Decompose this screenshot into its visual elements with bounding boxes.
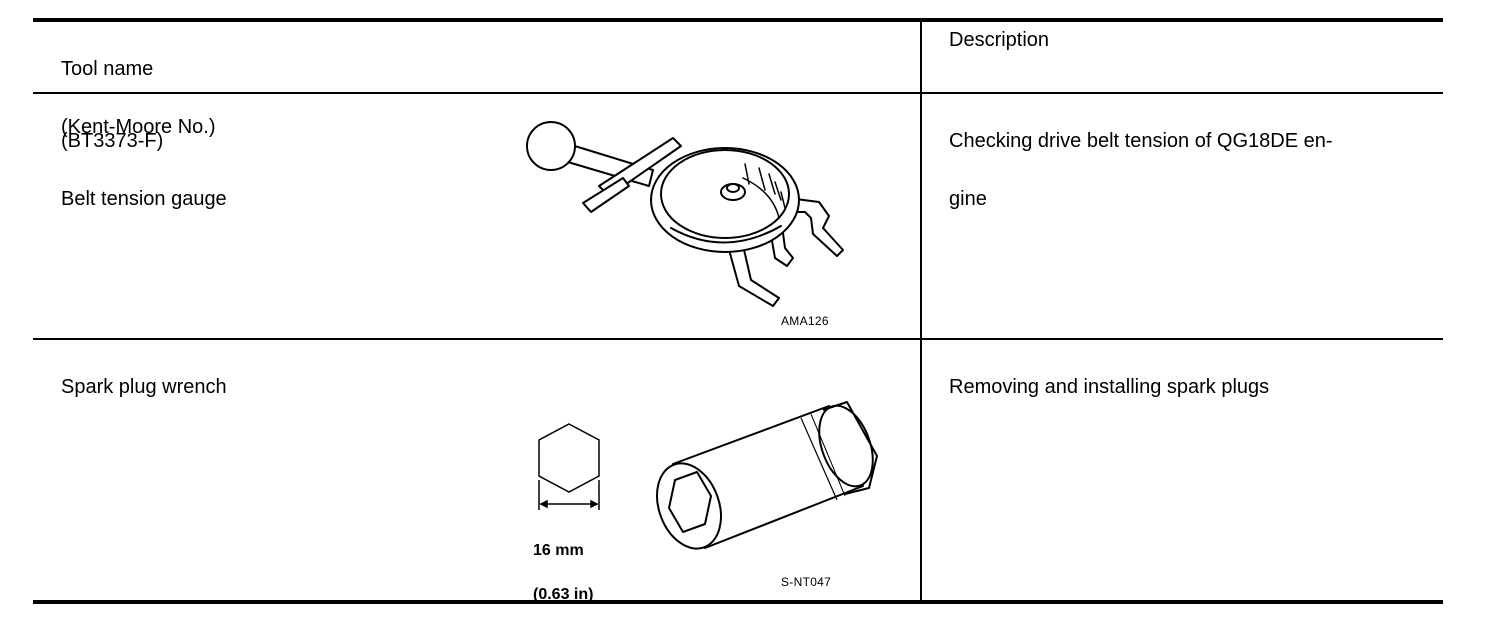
row1-tool-name: (BT3373-F) Belt tension gauge [61, 98, 227, 243]
row2-tool-line1: Spark plug wrench [61, 376, 227, 398]
row2-tool-name: Spark plug wrench [61, 344, 227, 431]
spark-plug-socket-illustration [656, 401, 878, 550]
row-divider [33, 338, 1443, 340]
row1-description-line2: gine [949, 188, 987, 210]
row2-description: Removing and installing spark plugs [949, 344, 1269, 431]
row1-description-line1: Checking drive belt tension of QG18DE en… [949, 130, 1333, 152]
dimension-in: (0.63 in) [533, 586, 594, 603]
column-divider [920, 20, 922, 602]
row2-description-line1: Removing and installing spark plugs [949, 376, 1270, 398]
table-bottom-rule [33, 600, 1443, 604]
row1-figure-code: AMA126 [781, 314, 829, 328]
header-description: Description [949, 29, 1050, 51]
header-tool-name: Tool name (Kent-Moore No.) [61, 26, 216, 171]
row2-figure-code: S-NT047 [781, 575, 832, 589]
header-tool-name-line2: (Kent-Moore No.) [61, 116, 216, 138]
dimension-mm: 16 mm [533, 542, 584, 559]
header-tool-name-line1: Tool name [61, 58, 154, 80]
header-divider [33, 92, 1443, 94]
belt-tension-gauge-illustration [526, 121, 844, 307]
special-tools-table: Tool name (Kent-Moore No.) Description (… [33, 18, 1443, 605]
row1-tool-line2: Belt tension gauge [61, 188, 227, 210]
row1-tool-line1: (BT3373-F) [61, 130, 164, 152]
hex-size-diagram [538, 423, 600, 510]
row1-description: Checking drive belt tension of QG18DE en… [949, 98, 1333, 243]
wrench-dimension-label: 16 mm (0.63 in) [533, 518, 593, 628]
table-top-rule [33, 18, 1443, 22]
